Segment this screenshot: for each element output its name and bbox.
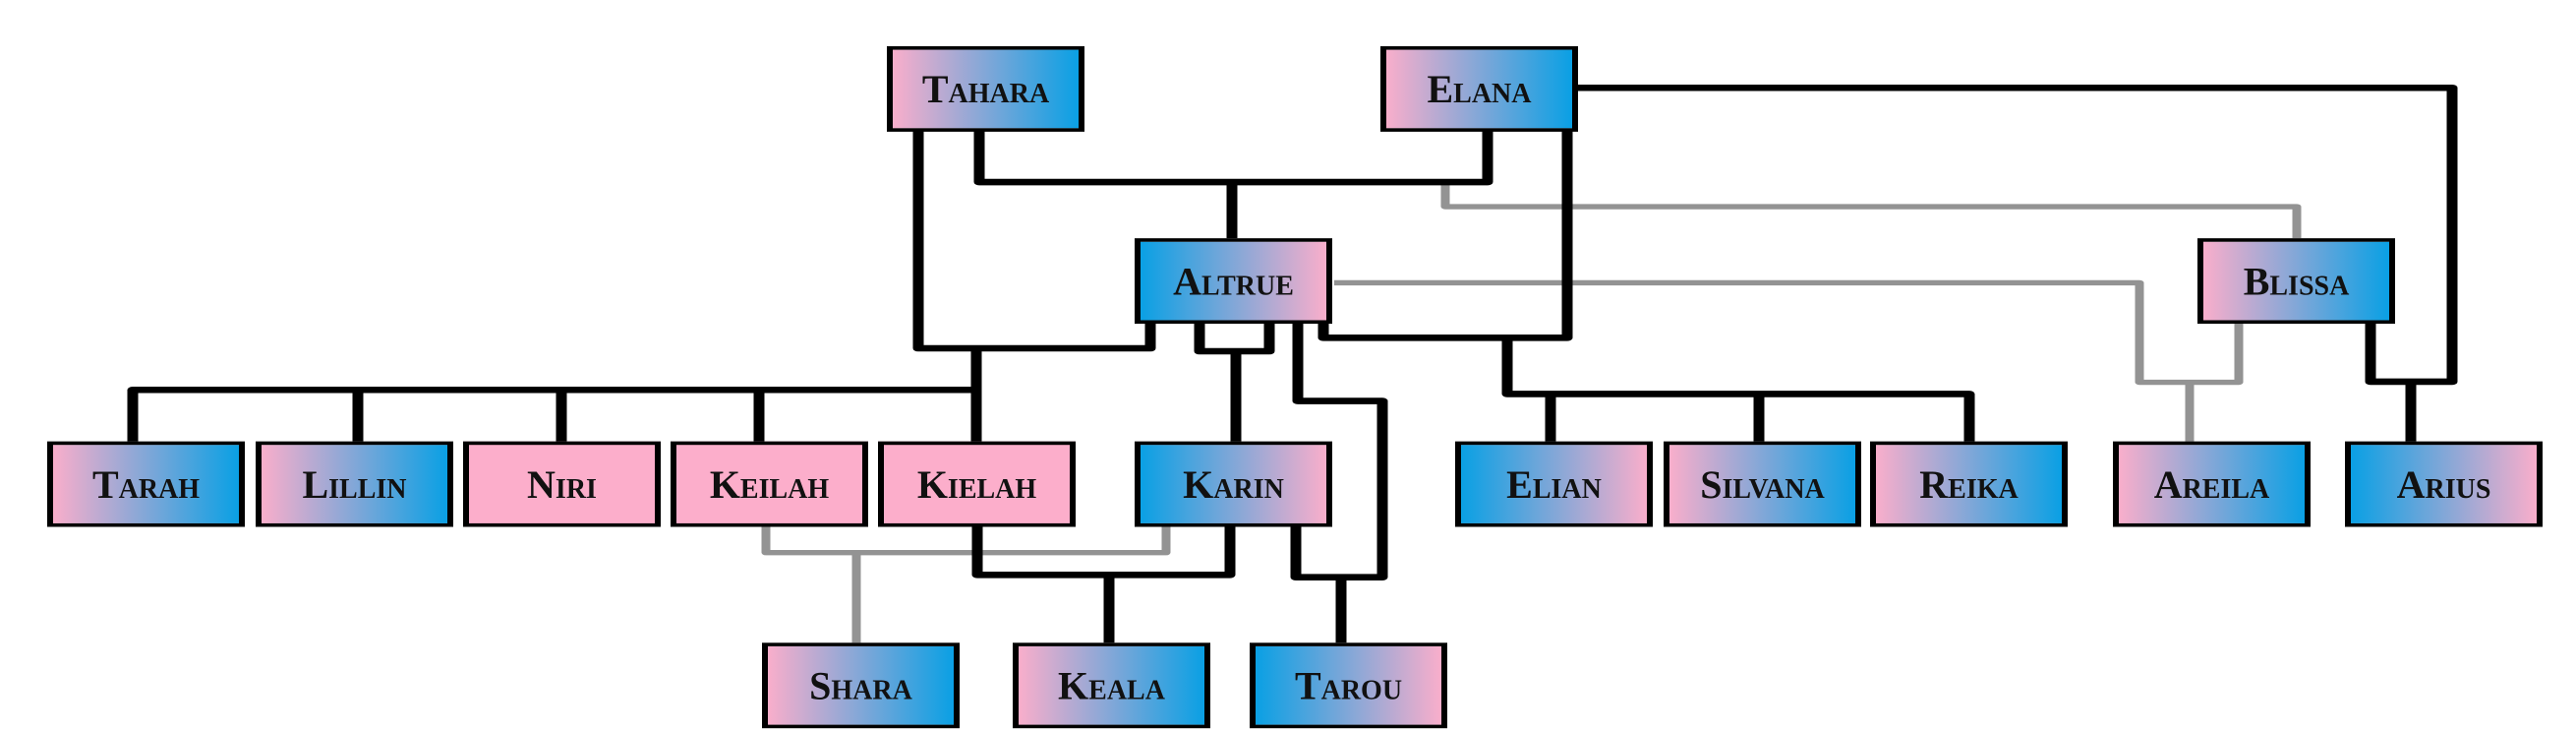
node-tarah[interactable]: Tarah	[47, 441, 245, 527]
node-label: Tarah	[91, 461, 201, 507]
node-shara[interactable]: Shara	[762, 642, 960, 729]
node-label: Blissa	[2243, 259, 2350, 304]
node-label: Tahara	[921, 66, 1050, 111]
node-label: Areila	[2153, 461, 2270, 507]
node-label: Karin	[1183, 461, 1284, 507]
node-label: Altrue	[1173, 259, 1294, 304]
node-label: Lillin	[302, 461, 407, 507]
node-tahara[interactable]: Tahara	[887, 46, 1084, 132]
node-label: Tarou	[1294, 663, 1403, 708]
node-label: Kielah	[916, 461, 1037, 507]
link-altrue-tarou	[1290, 322, 1388, 580]
link-altrue-karin	[1194, 322, 1275, 355]
node-elana[interactable]: Elana	[1380, 46, 1578, 132]
node-silvana[interactable]: Silvana	[1664, 441, 1861, 527]
node-label: Niri	[527, 461, 597, 507]
node-kielah[interactable]: Kielah	[878, 441, 1076, 527]
node-label: Elian	[1506, 461, 1602, 507]
node-arius[interactable]: Arius	[2345, 441, 2543, 527]
node-areila[interactable]: Areila	[2113, 441, 2311, 527]
node-blissa[interactable]: Blissa	[2197, 238, 2395, 325]
node-label: Shara	[809, 663, 912, 708]
node-label: Keilah	[709, 461, 830, 507]
node-label: Reika	[1919, 461, 2019, 507]
link-elana-arius	[1578, 84, 2458, 386]
node-label: Elana	[1427, 66, 1532, 111]
node-label: Arius	[2396, 461, 2491, 507]
node-elian[interactable]: Elian	[1455, 441, 1653, 527]
node-keilah[interactable]: Keilah	[671, 441, 868, 527]
node-label: Keala	[1058, 663, 1165, 708]
link-children-bar	[127, 348, 982, 442]
node-niri[interactable]: Niri	[463, 441, 661, 527]
link-tahara-elana	[973, 131, 1493, 186]
node-lillin[interactable]: Lillin	[256, 441, 453, 527]
node-reika[interactable]: Reika	[1870, 441, 2068, 527]
node-altrue[interactable]: Altrue	[1135, 238, 1332, 325]
link-elana-children	[1501, 337, 1975, 442]
node-label: Silvana	[1700, 461, 1825, 507]
link-keilah-karin	[761, 526, 1171, 556]
link-altrue-areila	[1334, 279, 2244, 386]
link-altrue-elana	[1317, 131, 1573, 341]
node-keala[interactable]: Keala	[1013, 642, 1210, 729]
link-tahara-altrue	[912, 131, 1156, 352]
node-karin[interactable]: Karin	[1135, 441, 1332, 527]
node-tarou[interactable]: Tarou	[1250, 642, 1447, 729]
link-elana-blissa	[1440, 182, 2302, 239]
